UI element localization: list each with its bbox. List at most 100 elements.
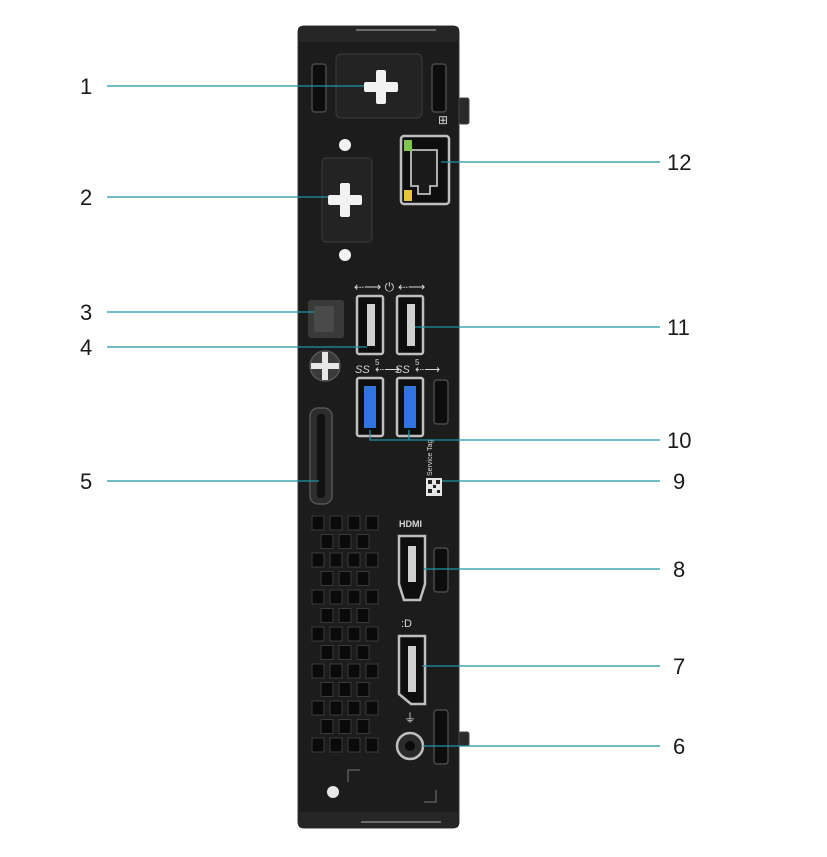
superspeed-usb-icon: SS ⇠⟶ 5 SS ⇠⟶ 5 [355, 358, 440, 376]
vent-opening [338, 534, 352, 549]
vent-opening [347, 515, 361, 531]
callout-8: 8 [673, 557, 685, 582]
vent-opening [356, 534, 370, 549]
vent-opening [320, 682, 334, 697]
vent-opening [329, 515, 343, 531]
superspeed-label-right: SS [395, 364, 410, 376]
leader-lines [107, 85, 660, 747]
vent-opening [365, 552, 379, 568]
callout-4: 4 [80, 335, 92, 360]
callout-5: 5 [80, 469, 92, 494]
leader-line-10 [369, 430, 660, 441]
vent-opening [347, 700, 361, 716]
vent-opening [347, 626, 361, 642]
callout-3: 3 [80, 300, 92, 325]
vent-opening [365, 700, 379, 716]
vent-opening [347, 552, 361, 568]
svg-text:⇠⟶: ⇠⟶ [415, 364, 440, 376]
vent-opening [347, 737, 361, 753]
vent-opening [320, 645, 334, 660]
callout-12: 12 [667, 150, 691, 175]
svg-text::D: :D [401, 618, 412, 630]
vent-opening [311, 663, 325, 679]
cable-clip [308, 300, 344, 338]
vent-opening [356, 645, 370, 660]
corner-mark [424, 790, 437, 803]
vent-opening [320, 719, 334, 734]
vent-opening [329, 626, 343, 642]
vent-opening [329, 589, 343, 605]
vent-opening [320, 608, 334, 623]
vent-opening [311, 552, 325, 568]
vent-opening [365, 589, 379, 605]
displayport-port [397, 634, 427, 706]
vent-opening [338, 571, 352, 586]
power-connector [395, 731, 425, 761]
superspeed-rate-right: 5 [415, 358, 420, 367]
vent-slot [433, 547, 449, 593]
vent-opening [329, 663, 343, 679]
svg-text:⏚: ⏚ [404, 711, 416, 725]
superspeed-label-left: SS [355, 364, 370, 376]
padlock-ring [309, 350, 341, 382]
vent-opening [329, 700, 343, 716]
vent-opening [338, 645, 352, 660]
service-tag: Service Tag [426, 439, 442, 496]
vent-opening [320, 571, 334, 586]
vent-grille [311, 515, 379, 753]
superspeed-rate-left: 5 [375, 358, 380, 367]
vent-opening [338, 719, 352, 734]
callout-numbers: 1 2 3 4 5 6 7 8 9 10 11 12 [80, 74, 691, 759]
power-icon: ⏚ [404, 711, 416, 725]
displayport-icon: :D [401, 618, 412, 630]
vent-opening [311, 515, 325, 531]
network-port: ⊞ [399, 113, 451, 206]
vent-slot [433, 709, 449, 765]
callout-10: 10 [667, 428, 691, 453]
expansion-slot-icon [364, 70, 398, 104]
vent-slot [433, 379, 449, 425]
vent-opening [365, 663, 379, 679]
vent-opening [329, 737, 343, 753]
svg-text:⇠⟶: ⇠⟶ [398, 280, 425, 294]
vent-opening [329, 552, 343, 568]
vent-opening [356, 571, 370, 586]
vent-opening [347, 663, 361, 679]
usb-power-icon: ⇠⟶ ⏻ [354, 280, 395, 294]
corner-mark [347, 769, 360, 782]
screw-hole [327, 786, 339, 798]
callout-11: 11 [667, 315, 690, 340]
vent-opening [338, 682, 352, 697]
vent-opening [356, 682, 370, 697]
vent-opening [365, 515, 379, 531]
callout-1: 1 [80, 74, 92, 99]
vent-opening [347, 589, 361, 605]
network-icon: ⊞ [438, 113, 448, 127]
vent-opening [311, 626, 325, 642]
vent-opening [365, 626, 379, 642]
usb2-port-right [395, 294, 425, 356]
service-tag-label: Service Tag [427, 439, 434, 476]
vent-opening [365, 737, 379, 753]
security-lock-slot [309, 407, 333, 505]
callout-6: 6 [673, 734, 685, 759]
vent-opening [356, 719, 370, 734]
vent-opening [320, 534, 334, 549]
callout-2: 2 [80, 185, 92, 210]
callout-7: 7 [673, 654, 685, 679]
vent-opening [338, 608, 352, 623]
vent-opening [311, 700, 325, 716]
usb3-port-right [395, 376, 425, 438]
vent-opening [356, 608, 370, 623]
callout-9: 9 [673, 469, 685, 494]
hdmi-label: HDMI [399, 519, 422, 529]
expansion-slot-icon [328, 183, 362, 217]
usb2-port-left [355, 294, 385, 356]
usb3-port-left [355, 376, 385, 438]
usb-icon: ⇠⟶ [398, 280, 425, 294]
svg-text:⇠⟶ ⏻: ⇠⟶ ⏻ [354, 280, 395, 294]
hdmi-port: HDMI [397, 519, 427, 602]
svg-text:⇠⟶: ⇠⟶ [375, 364, 400, 376]
vent-opening [311, 737, 325, 753]
